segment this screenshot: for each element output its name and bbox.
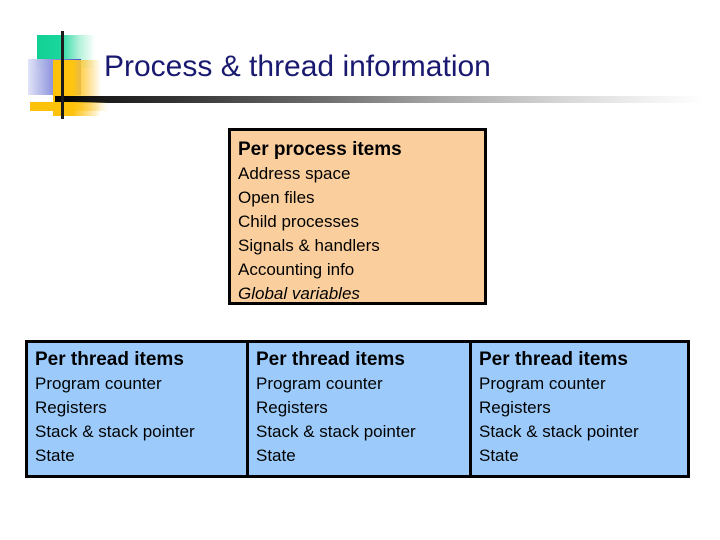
list-item: Address space [238,164,351,183]
list-item: Program counter [479,374,606,393]
list-item: Global variables [238,284,360,303]
per-process-items-heading: Per process items [238,139,402,160]
list-item: Registers [256,398,328,417]
list-item: Program counter [35,374,162,393]
decoration-vertical-rule [61,31,64,119]
list-item: Program counter [256,374,383,393]
list-item: Child processes [238,212,359,231]
per-thread-items-heading: Per thread items [256,349,405,370]
decoration-horizontal-rule [55,96,703,103]
list-item: Stack & stack pointer [35,422,195,441]
per-thread-items-heading: Per thread items [35,349,184,370]
list-item: Registers [35,398,107,417]
list-item: Accounting info [238,260,355,279]
per-thread-items-heading: Per thread items [479,349,628,370]
per-thread-items-row: Per thread items Program counter Registe… [25,340,690,478]
per-process-items-box: Per process items Address space Open fil… [228,128,487,305]
list-item: Open files [238,188,315,207]
list-item: State [479,446,519,465]
page-title: Process & thread information [104,50,491,83]
list-item: Stack & stack pointer [256,422,416,441]
per-thread-items-box-3: Per thread items Program counter Registe… [469,343,687,475]
per-thread-items-box-2: Per thread items Program counter Registe… [246,343,469,475]
decoration-yellow-bar [30,102,108,111]
list-item: Registers [479,398,551,417]
list-item: Signals & handlers [238,236,380,255]
per-thread-items-box-1: Per thread items Program counter Registe… [28,343,246,475]
list-item: State [256,446,296,465]
list-item: State [35,446,75,465]
list-item: Stack & stack pointer [479,422,639,441]
